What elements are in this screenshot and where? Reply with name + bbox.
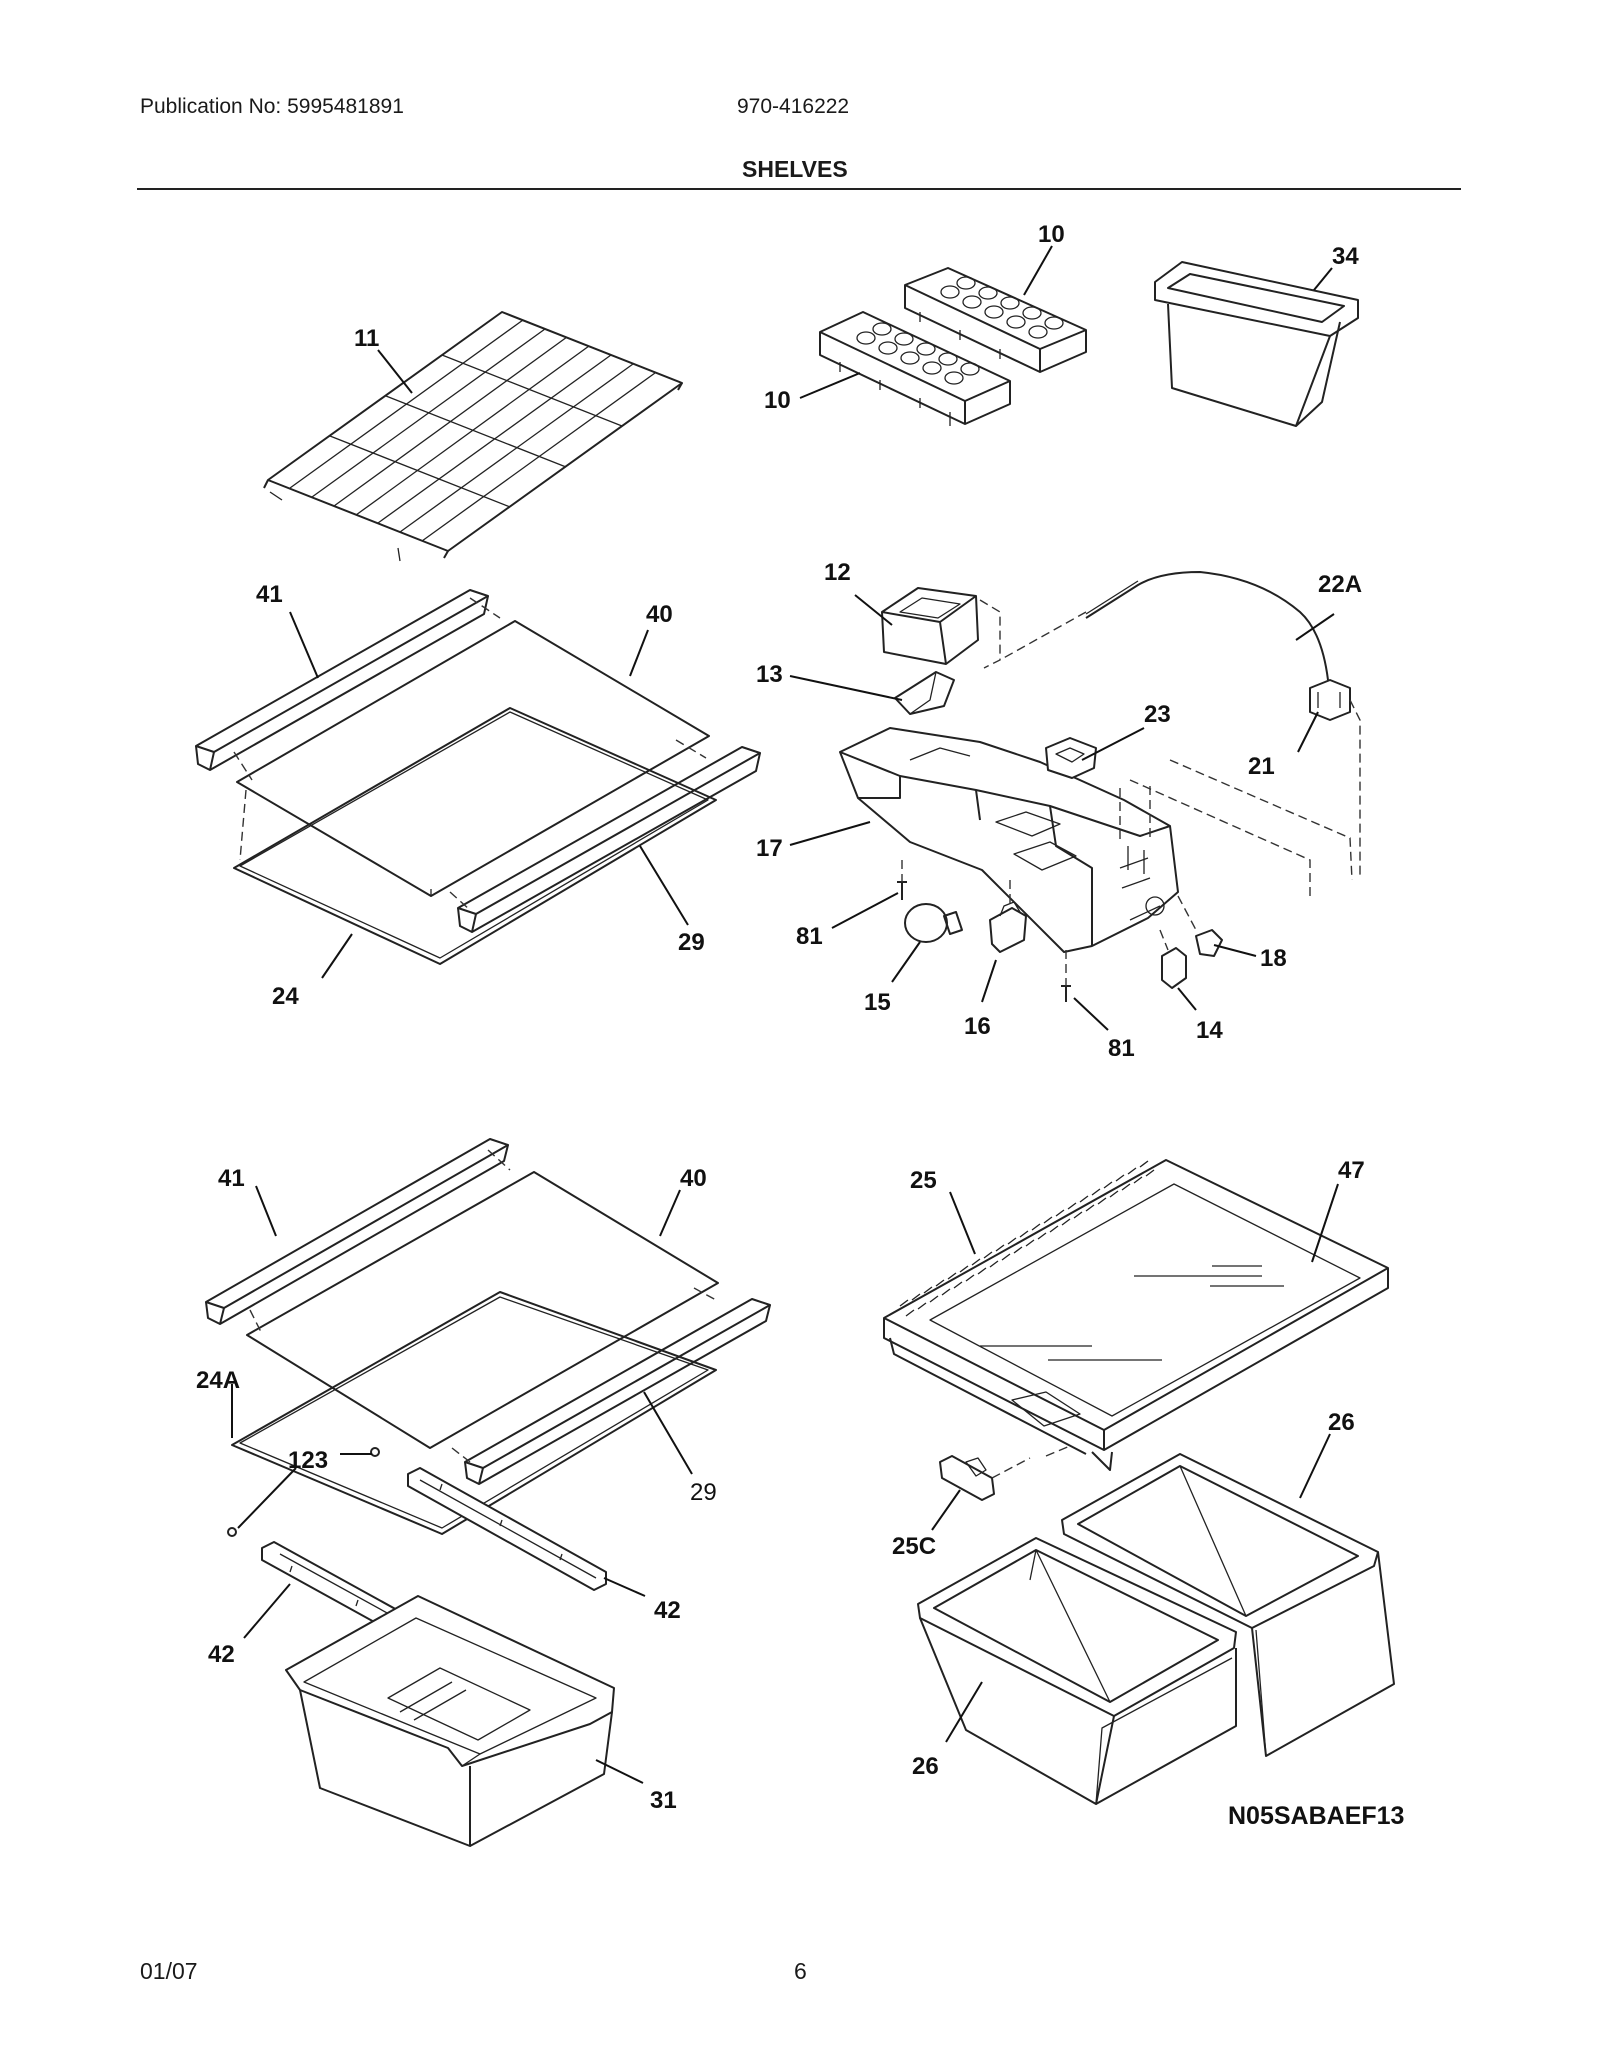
storage-bin-part-34 (1154, 261, 1359, 427)
shelf-trim-front-part-41-lower (205, 1138, 509, 1325)
shelf-frame-part-24A (231, 1291, 717, 1535)
callout-22A: 22A (1318, 571, 1362, 598)
glass-shelf-part-40-lower (246, 1171, 719, 1449)
shelf-trim-rear-part-29-upper (457, 746, 761, 933)
callout-40-upper: 40 (646, 601, 673, 628)
light-socket-part-16 (989, 901, 1027, 953)
ice-maker-assembly-lines (901, 599, 1361, 986)
callout-17: 17 (756, 835, 783, 862)
upper-shelf-assembly-lines (233, 597, 707, 911)
screw-part-123-right (370, 1447, 380, 1457)
crisper-drawer-part-31 (285, 1595, 615, 1847)
shelf-trim-rear-part-29-lower (464, 1298, 771, 1485)
callout-23: 23 (1144, 701, 1171, 728)
switch-part-14 (1161, 947, 1187, 989)
header-rule (137, 188, 1461, 190)
publication-number: Publication No: 5995481891 (140, 95, 404, 118)
callout-29-lower: 29 (690, 1479, 717, 1506)
lower-shelf-assembly-lines (249, 1149, 717, 1463)
ice-tray-part-10-upper (904, 267, 1087, 373)
callout-13: 13 (756, 661, 783, 688)
callout-31: 31 (650, 1787, 677, 1814)
callout-47: 47 (1338, 1157, 1365, 1184)
screw-part-81-left (897, 881, 907, 900)
crisper-cover-glass-part-47 (929, 1183, 1361, 1417)
page-number: 6 (794, 1958, 807, 1984)
crisper-assembly-lines (991, 1445, 1071, 1479)
callout-81-right: 81 (1108, 1035, 1135, 1062)
callout-21: 21 (1248, 753, 1275, 780)
crisper-drawer-part-26-front (917, 1537, 1237, 1805)
damper-part-13 (894, 671, 955, 715)
ice-tray-part-10-lower (819, 311, 1011, 426)
footer-date: 01/07 (140, 1958, 198, 1984)
callout-16: 16 (964, 1013, 991, 1040)
callout-10-lower: 10 (764, 387, 791, 414)
cover-vent-slots (899, 1160, 1155, 1317)
callout-24: 24 (272, 983, 299, 1010)
crisper-drawer-part-26-rear (1061, 1453, 1395, 1757)
drawing-code: N05SABAEF13 (1228, 1802, 1404, 1830)
leader-lines (231, 245, 1339, 1784)
slide-rail-part-42-right (407, 1467, 607, 1591)
crisper-cover-part-25 (883, 1159, 1389, 1471)
callout-41-upper: 41 (256, 581, 283, 608)
callout-42-left: 42 (208, 1641, 235, 1668)
callout-10-upper: 10 (1038, 221, 1065, 248)
model-number: 970-416222 (737, 95, 850, 118)
wire-shelf-part-11 (263, 311, 683, 562)
callout-29-upper: 29 (678, 929, 705, 956)
callout-18: 18 (1260, 945, 1287, 972)
section-title: SHELVES (742, 156, 848, 182)
light-bulb-part-15 (904, 903, 963, 943)
callout-40-lower: 40 (680, 1165, 707, 1192)
callout-34: 34 (1332, 243, 1359, 270)
callout-labels: 11 10 10 34 41 40 29 24 12 22A 13 23 21 … (196, 221, 1404, 1830)
callout-12: 12 (824, 559, 851, 586)
ice-bucket-part-12 (881, 587, 979, 665)
callout-25: 25 (910, 1167, 937, 1194)
switch-part-21 (1309, 679, 1351, 721)
wire-harness-part-22A (1085, 571, 1329, 681)
screw-part-123-left (227, 1527, 237, 1537)
callout-41-lower: 41 (218, 1165, 245, 1192)
switch-button-part-18 (1195, 929, 1223, 957)
humidity-control-part-25C (939, 1455, 995, 1501)
thermostat-part-23 (1045, 737, 1097, 779)
callout-25C: 25C (892, 1533, 936, 1560)
callout-42-right: 42 (654, 1597, 681, 1624)
shelf-frame-part-24 (233, 707, 717, 965)
callout-15: 15 (864, 989, 891, 1016)
callout-26-rear: 26 (1328, 1409, 1355, 1436)
glass-shelf-part-40-upper (236, 620, 710, 897)
control-housing-part-17 (839, 727, 1179, 953)
callout-14: 14 (1196, 1017, 1223, 1044)
callout-24A: 24A (196, 1367, 240, 1394)
screw-part-81-right (1061, 985, 1071, 1002)
callout-26-front: 26 (912, 1753, 939, 1780)
callout-123: 123 (288, 1447, 328, 1474)
callout-11: 11 (354, 325, 379, 352)
callout-81-left: 81 (796, 923, 823, 950)
